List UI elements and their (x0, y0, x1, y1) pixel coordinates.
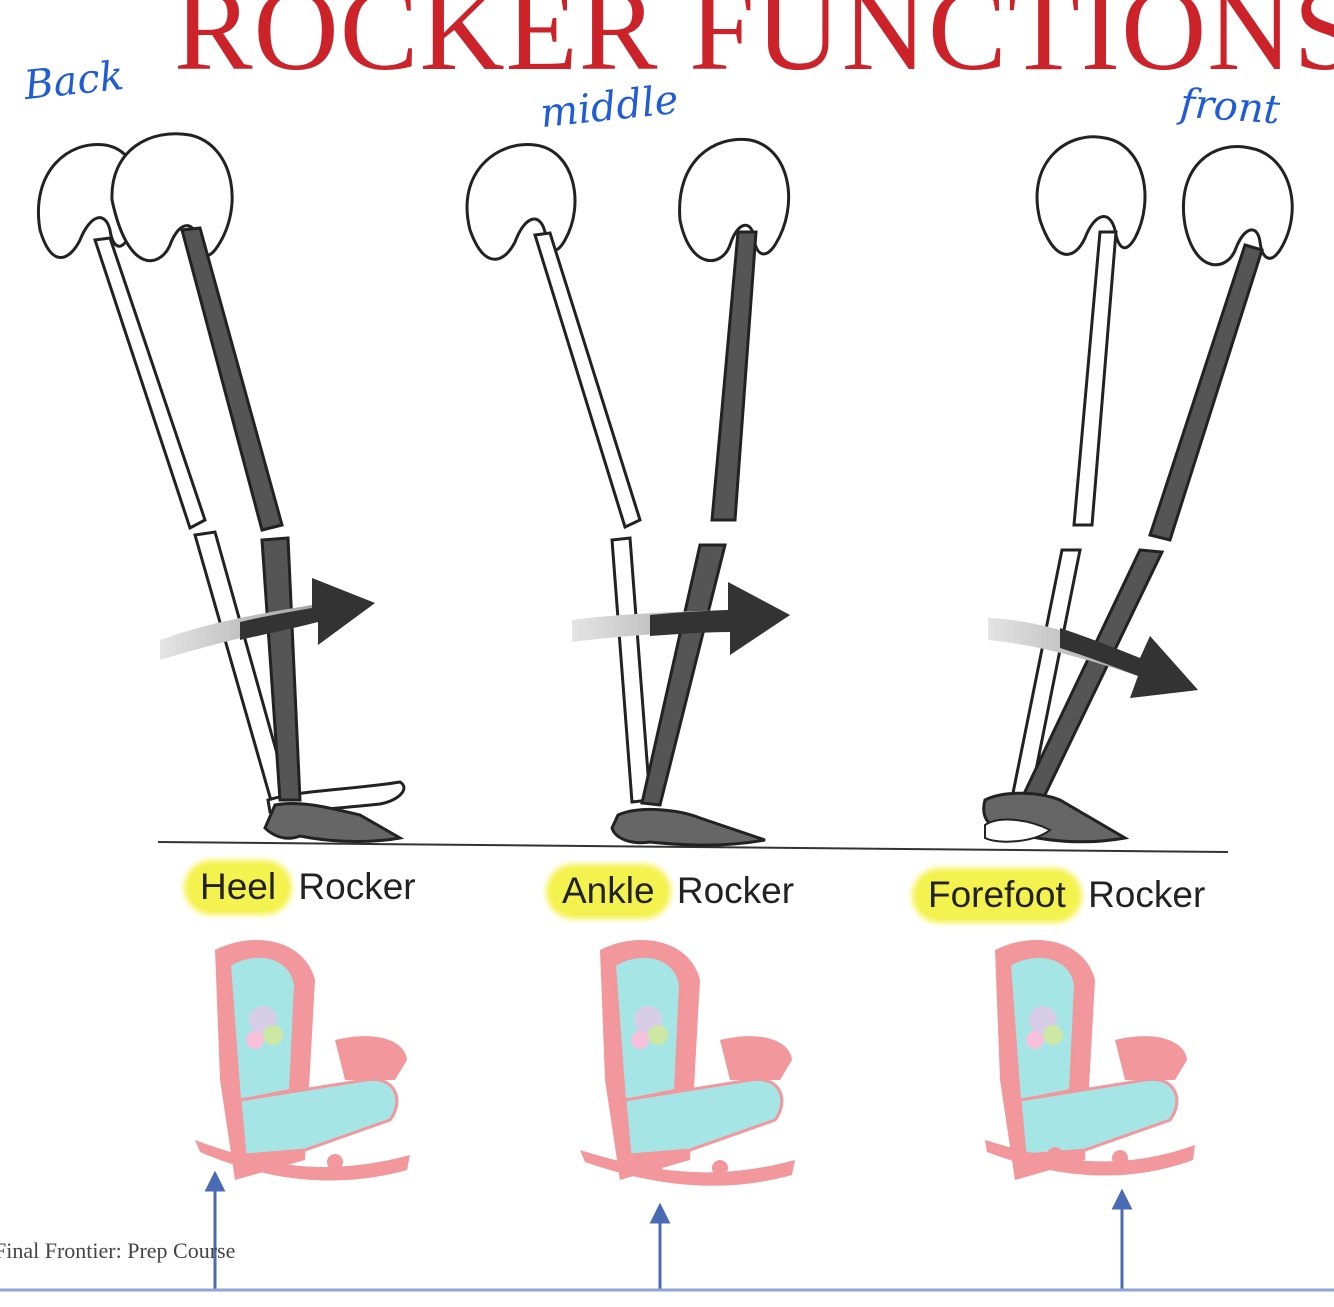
label-forefoot-highlight: Forefoot (916, 872, 1078, 919)
heel-rocker-figure (37, 132, 406, 844)
label-heel-rest: Rocker (298, 866, 416, 907)
label-ankle-highlight: Ankle (550, 868, 667, 915)
rocking-chair-ankle (580, 940, 795, 1186)
label-forefoot-rocker: Forefoot Rocker (916, 872, 1206, 919)
label-ankle-rest: Rocker (676, 870, 795, 911)
label-heel-rocker: Heel Rocker (188, 864, 416, 911)
label-heel-highlight: Heel (188, 864, 289, 911)
ankle-rocker-figure (465, 137, 791, 847)
slide-footer: Final Frontier: Prep Course (0, 1238, 236, 1263)
label-ankle-rocker: Ankle Rocker (550, 868, 795, 915)
forefoot-rocker-figure (982, 135, 1294, 844)
rocking-chair-heel (195, 940, 410, 1181)
pointer-arrows (204, 1170, 1133, 1290)
slide-title: ROCKER FUNCTIONS (173, 0, 1334, 95)
label-forefoot-rest: Rocker (1088, 874, 1206, 915)
rocking-chair-forefoot (985, 940, 1195, 1180)
ground-line (157, 841, 1229, 853)
